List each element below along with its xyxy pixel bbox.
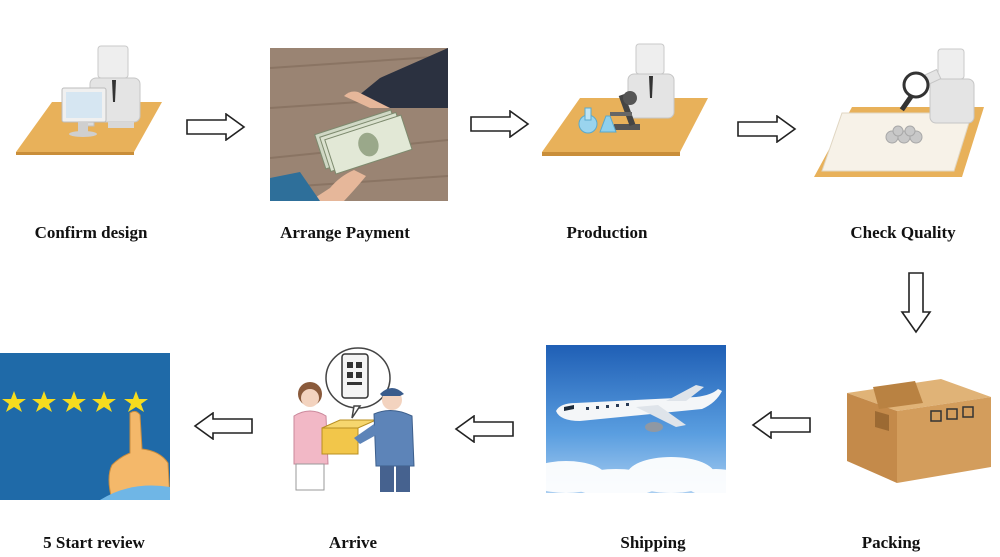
arrow-right-icon <box>737 115 797 143</box>
arrow-left-icon <box>193 412 253 440</box>
courier-delivery-icon <box>288 346 438 494</box>
step-label: Arrange Payment <box>280 223 410 242</box>
five-star-review-icon <box>0 353 170 500</box>
step-label: Arrive <box>328 533 378 552</box>
arrow-right-icon <box>470 110 530 138</box>
cardboard-box-icon <box>845 375 993 485</box>
arrow-left-icon <box>454 415 514 443</box>
step-label: Shipping <box>620 533 686 552</box>
microscope-lab-icon <box>540 40 710 160</box>
money-handover-icon <box>270 48 448 201</box>
step-label: 5 Start review <box>43 533 145 552</box>
step-label: Packing <box>861 533 921 552</box>
arrow-down-icon <box>900 272 932 334</box>
arrow-right-icon <box>186 113 246 141</box>
step-label: Check Quality <box>850 223 956 242</box>
designer-at-desk-icon <box>12 40 172 155</box>
step-label: Confirm design <box>34 223 148 242</box>
magnifier-inspection-icon <box>812 45 987 180</box>
step-label: Production <box>566 223 648 242</box>
airplane-icon <box>546 345 726 493</box>
arrow-left-icon <box>751 411 811 439</box>
